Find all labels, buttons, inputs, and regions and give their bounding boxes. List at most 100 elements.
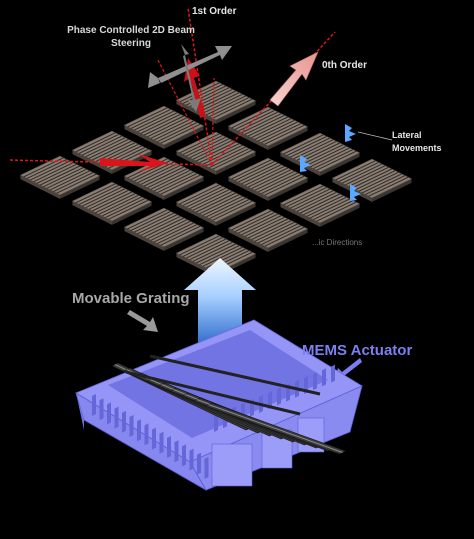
grating-line [234, 109, 275, 130]
grating-line [283, 134, 324, 155]
grating-line [358, 171, 399, 192]
grating-line [248, 116, 288, 137]
grating-line [212, 200, 253, 221]
grating-line [153, 171, 194, 192]
grating-line [368, 176, 409, 197]
grating-line [150, 220, 191, 241]
grating-line [153, 222, 194, 243]
grating-line [43, 167, 84, 188]
grating-tile-edge [228, 126, 268, 150]
partial-text-label: ...ic Directions [312, 238, 363, 247]
grating-line [192, 190, 233, 211]
comb-finger [167, 436, 171, 458]
grating-line [40, 165, 80, 186]
grating-line [98, 194, 139, 215]
grating-line [286, 135, 327, 156]
first-order-beam [187, 7, 213, 166]
grating-line [306, 145, 347, 166]
grating-line [264, 124, 305, 145]
lateral-move-arrow-icon [300, 155, 311, 172]
grating-line [186, 238, 227, 259]
grating-line [313, 200, 354, 221]
lateral-arrows [300, 124, 361, 201]
actuator-pillar [211, 443, 253, 487]
grating-line [137, 163, 178, 184]
zero-order-arrow-icon [269, 51, 319, 107]
grating-line [157, 122, 198, 143]
grating-line [309, 147, 350, 168]
grating-line [153, 120, 194, 141]
grating-line [209, 97, 250, 118]
grating-tile-edge [112, 201, 152, 225]
grating-tile-edge [216, 100, 256, 124]
grating-line [179, 235, 220, 256]
grating-line [88, 189, 129, 210]
grating-line [241, 164, 282, 185]
grating-line [85, 137, 126, 158]
grating-line [335, 160, 376, 181]
grating-tile-edge [320, 203, 360, 227]
comb-finger [331, 364, 335, 383]
grating-line [257, 172, 298, 193]
grating-line [202, 195, 243, 216]
grating-line [105, 198, 146, 219]
grating-line [160, 174, 201, 195]
comb-finger [92, 394, 96, 416]
grating-line [144, 166, 184, 187]
mems-actuator-label: MEMS Actuator [302, 342, 413, 359]
grating-line [303, 144, 344, 165]
grating-line [85, 188, 126, 209]
grating-line [248, 218, 288, 239]
grating-line [189, 189, 230, 210]
grating-line [36, 163, 77, 184]
first-order-arrow-icon [184, 58, 206, 118]
comb-finger [214, 414, 218, 432]
grating-tile-edge [164, 125, 204, 149]
grating-tile-edge [268, 177, 308, 201]
grating-line [186, 187, 227, 208]
comb-finger [322, 368, 326, 387]
grating-line [196, 243, 236, 264]
grating-tile-edge [216, 151, 256, 175]
comb-finger [144, 423, 149, 446]
grating-line [199, 143, 240, 164]
grating-line [238, 213, 279, 234]
grating-line [290, 137, 331, 158]
grating-line [127, 107, 168, 128]
grating-line [157, 224, 198, 245]
grating-line [150, 169, 191, 190]
grating-line [257, 121, 298, 142]
comb-finger [268, 391, 272, 410]
lateral-movements-label: Lateral Movements [392, 130, 442, 153]
grating-line [199, 245, 240, 266]
grating-line [130, 210, 171, 231]
grating-line [95, 193, 136, 214]
grating-line [361, 173, 402, 194]
grating-tile-edge [124, 125, 164, 149]
grating-tile-array [19, 80, 413, 277]
grating-line [147, 168, 188, 189]
grating-line [140, 113, 181, 134]
grating-line [202, 144, 243, 165]
grating-line [150, 118, 191, 139]
first-order-label: 1st Order [192, 6, 237, 17]
steering-cross-arrow-icon [148, 44, 232, 112]
comb-finger [277, 387, 281, 406]
grating-line [254, 119, 295, 140]
grating-line [140, 215, 181, 236]
grating-line [342, 163, 383, 184]
grating-line [179, 184, 220, 205]
grating-line [248, 167, 288, 188]
grating-line [296, 191, 337, 212]
grating-line [264, 226, 305, 247]
lift-arrow-icon [184, 258, 256, 343]
grating-line [251, 169, 292, 190]
grating-line [202, 246, 243, 267]
comb-finger [313, 372, 317, 391]
grating-slat-highlight [208, 404, 343, 453]
grating-line [348, 166, 389, 187]
grating-line [49, 170, 90, 191]
grating-line [238, 162, 279, 183]
grating-line [231, 159, 272, 180]
comb-finger [129, 415, 134, 437]
